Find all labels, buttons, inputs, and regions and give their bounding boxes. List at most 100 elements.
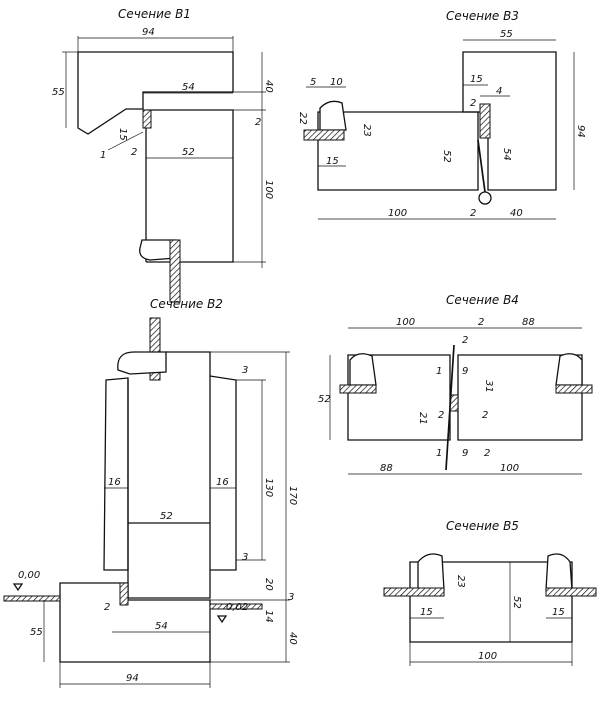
b1-leader	[107, 131, 144, 151]
b4-seal-right	[555, 384, 593, 394]
b4-dim-9b: 9	[462, 448, 468, 459]
b3-dim-55: 55	[500, 29, 513, 40]
b3-dim-54: 54	[501, 148, 512, 161]
b1-seal	[142, 109, 152, 129]
b4-dim-100b: 100	[500, 463, 519, 474]
section-b4: Сечение В4 100 2 88 2 52 1 9 31 21 2 2 1…	[318, 293, 593, 475]
b2-ground-right	[209, 603, 263, 610]
b1-rod	[169, 239, 181, 303]
b1-dim-40: 40	[263, 80, 274, 93]
b2-dim-94: 94	[126, 673, 139, 684]
b4-dim-2a: 2	[478, 317, 484, 328]
b2-level-mark-right	[216, 615, 228, 624]
b2-dim-52: 52	[160, 511, 173, 522]
b4-dim-1b: 1	[436, 448, 442, 459]
section-b5: Сечение В5 23 52 15 15 100	[383, 519, 597, 666]
b2-right-panel	[209, 375, 237, 571]
b4-dim-88b: 88	[380, 463, 393, 474]
section-b5-title: Сечение В5	[446, 519, 519, 533]
b1-drip	[139, 239, 177, 261]
b2-rod	[149, 317, 161, 381]
b2-dim-3b: 3	[242, 552, 248, 563]
section-b2: Сечение В2 0,00 0,02 3 130 170 3 20	[3, 297, 298, 688]
section-b2-title: Сечение В2	[150, 297, 223, 311]
b4-dim-2c: 2	[438, 410, 444, 421]
b2-dim-14: 14	[263, 610, 274, 623]
b2-drip	[117, 351, 167, 375]
section-b3-title: Сечение В3	[446, 9, 519, 23]
b2-sill	[59, 582, 211, 663]
section-b1-title: Сечение В1	[118, 7, 191, 21]
b3-base	[303, 129, 345, 141]
b1-dim-2b: 2	[131, 147, 137, 158]
b2-level-mark-left	[12, 583, 24, 592]
b2-level-002: 0,02	[226, 602, 248, 613]
b1-dim-15: 15	[117, 128, 128, 141]
b2-dim-3a: 3	[242, 365, 248, 376]
b1-mark-1: 1	[100, 150, 106, 161]
b1-sash	[145, 109, 234, 263]
b2-dim-40: 40	[287, 632, 298, 645]
b4-dim-9a: 9	[462, 366, 468, 377]
b2-dim-16b: 16	[216, 477, 229, 488]
b2-dim-16a: 16	[108, 477, 121, 488]
b4-dim-88a: 88	[522, 317, 535, 328]
b2-level-000: 0,00	[18, 570, 40, 581]
b2-dim-20: 20	[263, 578, 274, 591]
section-b1: Сечение В1 94 55 40 2 100 54 52 15 1 2	[52, 7, 274, 303]
section-b4-title: Сечение В4	[446, 293, 519, 307]
b3-dim-100: 100	[388, 208, 407, 219]
b1-dim-2a: 2	[255, 117, 261, 128]
b3-dim-2b: 2	[470, 208, 476, 219]
b2-dim-130: 130	[263, 478, 274, 497]
b3-dim-15b: 15	[326, 156, 339, 167]
b4-seal-left	[339, 384, 377, 394]
b4-dim-31: 31	[483, 380, 494, 393]
b2-dim-54: 54	[155, 621, 168, 632]
b2-dim-55: 55	[30, 627, 43, 638]
b2-dim-3c: 3	[288, 592, 294, 603]
b2-dim-2: 2	[104, 602, 110, 613]
b3-sash	[317, 111, 479, 191]
b5-dim-23: 23	[455, 575, 466, 588]
b5-drip-left	[417, 553, 445, 591]
b3-dim-5: 5	[310, 77, 316, 88]
b4-drip-left	[349, 353, 377, 386]
b5-dim-15b: 15	[552, 607, 565, 618]
b2-seal	[119, 582, 129, 606]
b4-dim-21: 21	[417, 412, 428, 425]
b4-dim-100a: 100	[396, 317, 415, 328]
b4-dim-2d: 2	[482, 410, 488, 421]
b2-ground-left	[3, 595, 61, 602]
section-b3: Сечение В3 55 94 15 4 5 10 22 23 2 52 54…	[297, 9, 586, 220]
b4-drip-right	[555, 353, 583, 386]
b3-dim-23: 23	[361, 124, 372, 137]
b3-hinge	[478, 191, 492, 205]
b2-upper-frame	[127, 351, 211, 599]
b3-drip	[319, 100, 347, 131]
b5-seal-left	[383, 587, 445, 597]
b3-dim-4: 4	[496, 86, 502, 97]
b3-dim-22: 22	[297, 112, 308, 125]
b1-dim-54: 54	[182, 82, 195, 93]
b3-dim-94: 94	[575, 125, 586, 138]
b1-dim-94: 94	[142, 27, 155, 38]
b4-left-half	[347, 354, 451, 441]
b1-dim-55: 55	[52, 87, 65, 98]
b4-dim-52: 52	[318, 394, 331, 405]
b4-dim-2b: 2	[462, 335, 468, 346]
b3-hinge-rod	[477, 139, 486, 193]
b3-seal	[479, 103, 491, 139]
b4-dim-2e: 2	[484, 448, 490, 459]
b2-dim-170: 170	[287, 486, 298, 505]
b1-dim-52: 52	[182, 147, 195, 158]
b3-jamb	[462, 51, 557, 191]
b1-dim-100: 100	[263, 180, 274, 199]
b5-seal-right	[545, 587, 597, 597]
b5-dim-52: 52	[511, 596, 522, 609]
b4-right-half	[457, 354, 583, 441]
b3-dim-15a: 15	[470, 74, 483, 85]
b4-dim-1a: 1	[436, 366, 442, 377]
b5-dim-100: 100	[478, 651, 497, 662]
